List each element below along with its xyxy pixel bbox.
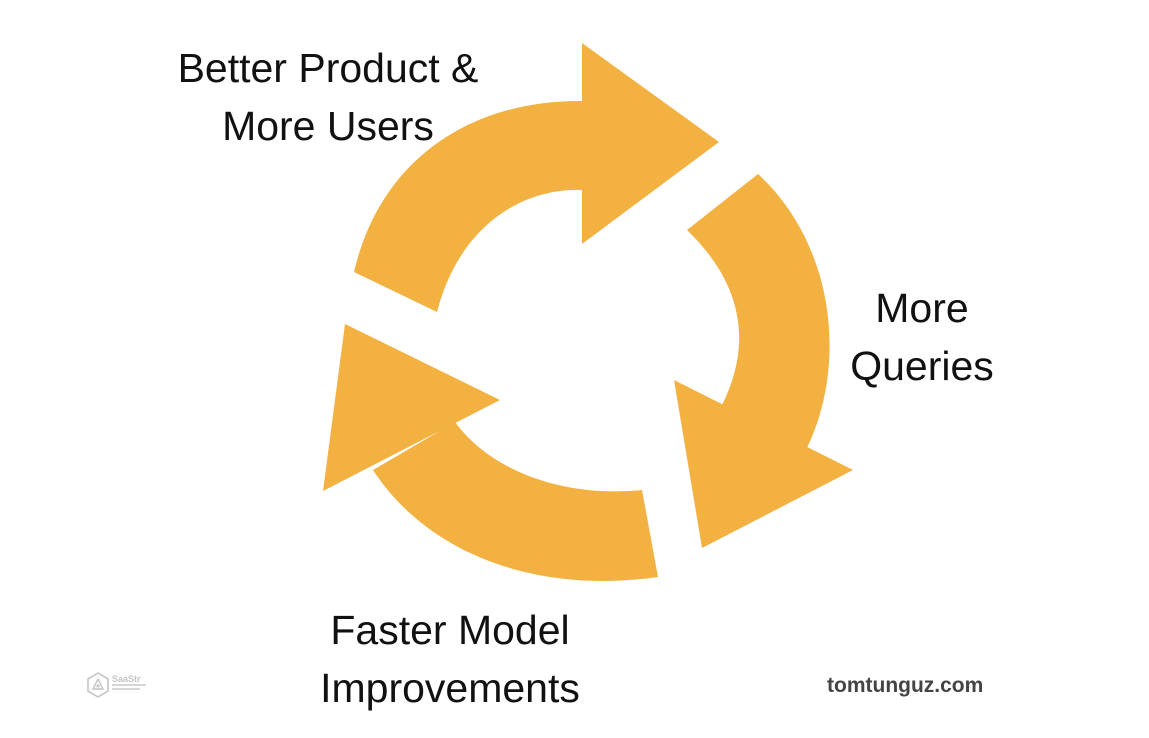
saastr-logo-tagline-marks — [112, 684, 146, 690]
step-label-faster-model-line2: Improvements — [320, 665, 580, 711]
cycle-arrow-3 — [323, 324, 658, 581]
step-label-faster-model: Faster Model Improvements — [290, 601, 610, 717]
cycle-arrow-3-body — [373, 422, 658, 581]
step-label-more-queries-line1: More — [875, 285, 969, 331]
saastr-logo: SaaStr — [86, 671, 150, 699]
cycle-arrow-2-head — [674, 380, 853, 548]
step-label-better-product-line1: Better Product & — [177, 45, 479, 91]
cycle-arrow-2-body — [687, 174, 830, 450]
step-label-more-queries: More Queries — [832, 279, 1012, 395]
cycle-arrow-1-head — [582, 43, 719, 244]
cycle-arrow-3-head — [323, 324, 500, 491]
cycle-arrow-1-body — [354, 100, 582, 312]
cycle-arrow-2 — [674, 174, 853, 548]
cycle-arrow-1 — [354, 43, 719, 312]
saastr-logo-text: SaaStr — [112, 674, 141, 684]
step-label-faster-model-line1: Faster Model — [330, 607, 570, 653]
site-name: tomtunguz.com — [827, 674, 984, 697]
step-label-more-queries-line2: Queries — [850, 343, 994, 389]
saastr-logo-icon — [87, 672, 109, 698]
step-label-better-product: Better Product & More Users — [150, 39, 506, 155]
step-label-better-product-line2: More Users — [222, 103, 434, 149]
